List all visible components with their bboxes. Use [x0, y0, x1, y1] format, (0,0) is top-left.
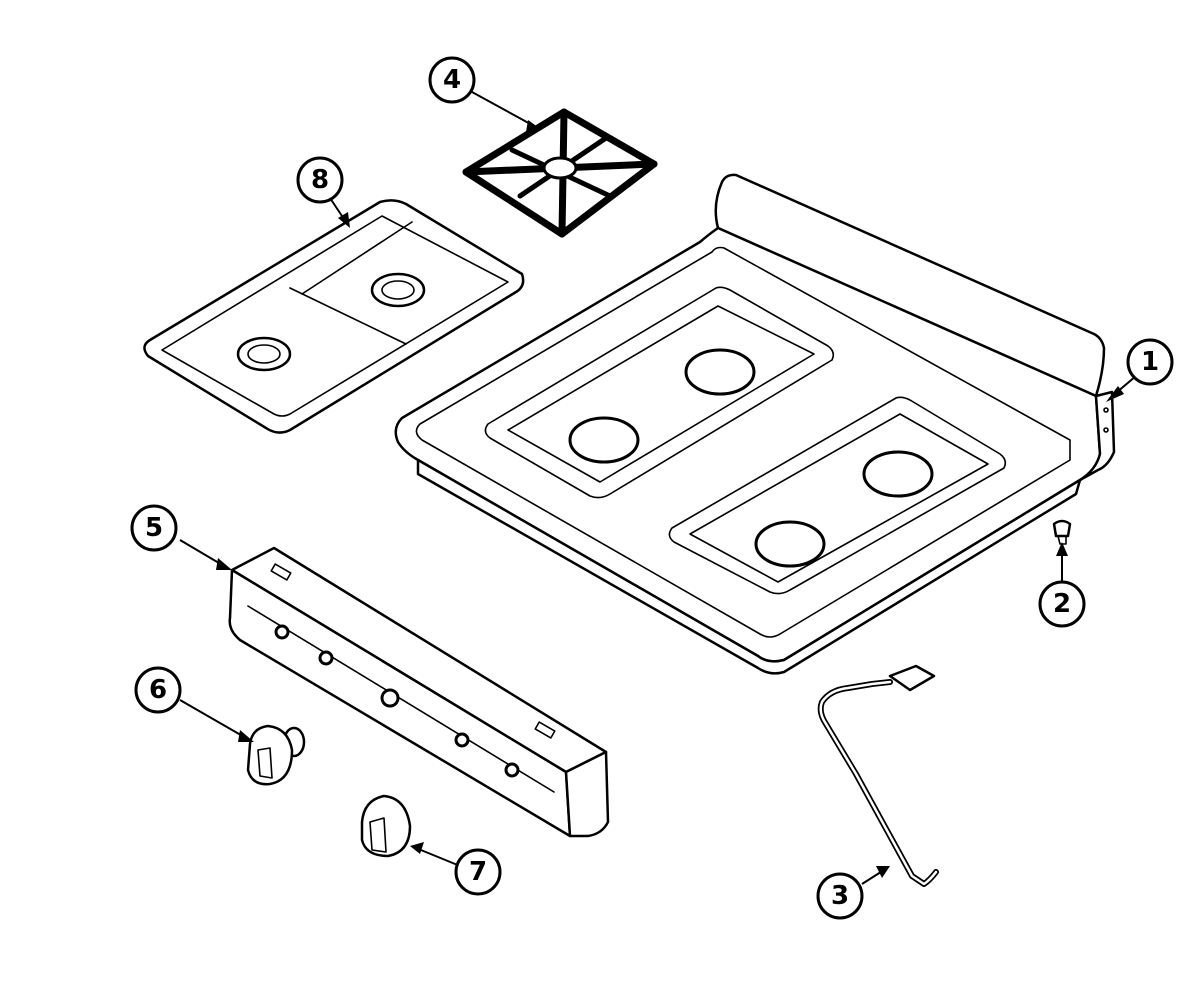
- callout-3-label: 3: [831, 881, 849, 911]
- callout-4: 4: [428, 56, 476, 104]
- callout-2: 2: [1038, 580, 1086, 628]
- callout-7: 7: [454, 848, 502, 896]
- knob-6: [246, 724, 306, 786]
- two-burner-top: [143, 199, 525, 434]
- callout-4-label: 4: [443, 65, 461, 95]
- callout-7-label: 7: [469, 857, 487, 887]
- callout-5: 5: [130, 504, 178, 552]
- cooktop-main-top: [394, 173, 1116, 675]
- callout-8-label: 8: [311, 165, 329, 195]
- leader-lines: [179, 91, 1137, 885]
- knob-7: [360, 794, 412, 858]
- control-panel: [228, 546, 610, 838]
- fastener-clip: [1052, 519, 1072, 545]
- burner-grate: [462, 108, 658, 238]
- callout-8: 8: [296, 156, 344, 204]
- callout-6: 6: [134, 666, 182, 714]
- callout-1-label: 1: [1141, 347, 1159, 377]
- wire-rod: [817, 664, 939, 887]
- callout-5-label: 5: [145, 513, 163, 543]
- callout-6-label: 6: [149, 675, 167, 705]
- callout-2-label: 2: [1053, 589, 1071, 619]
- callout-3: 3: [816, 872, 864, 920]
- callout-1: 1: [1126, 338, 1174, 386]
